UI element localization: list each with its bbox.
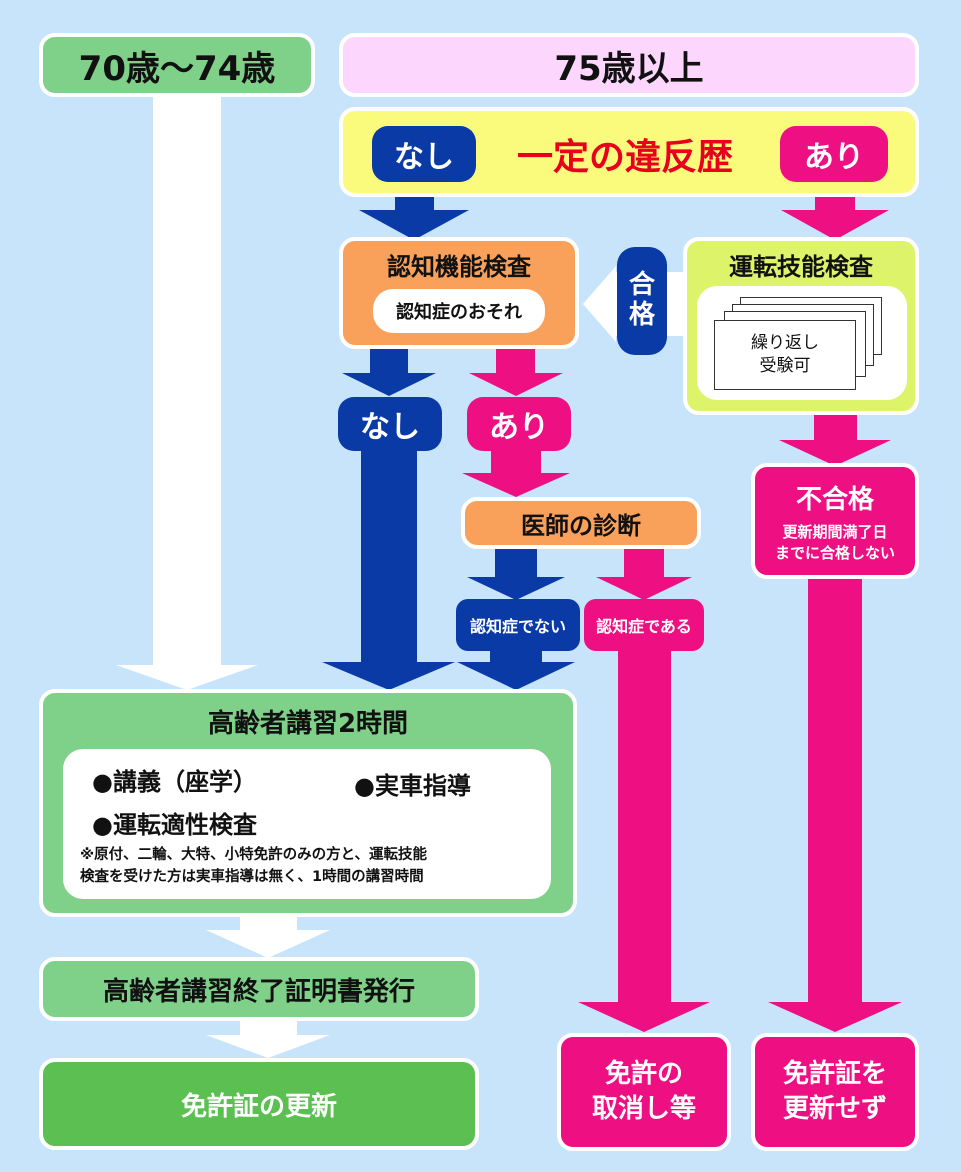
license-revoke-line-1: 免許の: [604, 1058, 683, 1089]
no-renewal-box: 免許証を 更新せず: [751, 1033, 919, 1151]
header-age-70-74-label: 70歳〜74歳: [78, 48, 276, 89]
course-note-line-2: 検査を受けた方は実車指導は無く、1時間の講習時間: [80, 868, 424, 885]
arrow-doctor-not-dementia: [467, 548, 565, 600]
arrow-70-74-to-course: [116, 95, 258, 690]
certificate-box: 高齢者講習終了証明書発行: [39, 957, 479, 1021]
doctor-diagnosis-box: 医師の診断: [461, 497, 701, 549]
course-note-line-1: ※原付、二輪、大特、小特免許のみの方と、運転技能: [80, 847, 428, 863]
arrow-certificate-to-renewal: [206, 1020, 330, 1058]
no-renewal-line-1: 免許証を: [782, 1058, 887, 1089]
course-item-aptitude: ●運転適性検査: [92, 811, 257, 839]
license-renewal-text: 免許証の更新: [180, 1091, 337, 1122]
pass-char-1: 合: [628, 270, 655, 301]
violation-none-label: なし: [394, 140, 454, 175]
driving-skill-test-title-text: 運転技能検査: [729, 252, 873, 281]
arrow-course-to-certificate: [206, 915, 330, 958]
course-note: ※原付、二輪、大特、小特免許のみの方と、運転技能 検査を受けた方は実車指導は無く…: [80, 845, 540, 889]
retake-line-2: 受験可: [759, 356, 811, 376]
license-revoke-line-2: 取消し等: [591, 1094, 696, 1124]
dementia-pill: 認知症である: [584, 599, 704, 651]
no-renewal-line-2: 更新せず: [782, 1094, 887, 1124]
retake-line-1: 繰り返し: [751, 333, 819, 354]
violation-none-pill: なし: [372, 126, 476, 182]
arrow-fail-to-no-renewal: [768, 576, 902, 1032]
cognitive-test-title-text: 認知機能検査: [387, 252, 531, 281]
course-item-lecture: ●講義（座学）: [92, 768, 257, 796]
header-age-75-plus-label: 75歳以上: [554, 48, 704, 89]
senior-course-title: 高齢者講習2時間: [39, 701, 577, 741]
not-dementia-label: 認知症でない: [469, 617, 566, 636]
arrow-violation-yes: [781, 180, 889, 240]
license-revoke-box: 免許の 取消し等: [557, 1033, 731, 1151]
violation-yes-pill: あり: [780, 126, 888, 182]
fail-note-2: までに合格しない: [774, 543, 895, 562]
cognitive-risk-label: 認知症のおそれ: [373, 289, 545, 333]
arrow-doctor-dementia: [596, 548, 692, 600]
arrow-dementia-to-revoke: [578, 650, 710, 1032]
arrow-skill-to-fail: [779, 415, 891, 466]
certificate-text: 高齢者講習終了証明書発行: [102, 976, 415, 1007]
pass-char-2: 格: [628, 300, 655, 330]
arrow-cognitive-yes-top: [469, 346, 563, 396]
arrow-cognitive-none-long: [322, 440, 455, 690]
fail-box: 不合格 更新期間満了日 までに合格しない: [751, 463, 919, 579]
fail-note-1: 更新期間満了日: [782, 523, 888, 542]
header-age-75-plus: 75歳以上: [339, 33, 919, 97]
cognitive-risk-text: 認知症のおそれ: [396, 302, 522, 323]
course-item-driving: ●実車指導: [354, 772, 471, 800]
fail-title: 不合格: [795, 485, 874, 516]
arrow-violation-none: [359, 180, 469, 240]
cognitive-yes-pill: あり: [467, 397, 571, 451]
cognitive-test-title: 認知機能検査: [339, 246, 579, 282]
driving-skill-test-title: 運転技能検査: [683, 246, 919, 282]
violation-history-title-text: 一定の違反歴: [516, 137, 733, 178]
arrow-cognitive-none-top: [342, 346, 436, 396]
senior-course-title-text: 高齢者講習2時間: [207, 708, 409, 739]
violation-yes-label: あり: [804, 140, 864, 175]
not-dementia-pill: 認知症でない: [456, 599, 580, 651]
arrow-cognitive-yes-to-doctor: [462, 440, 570, 497]
cognitive-none-pill: なし: [338, 397, 442, 451]
violation-history-title: 一定の違反歴: [500, 126, 750, 182]
arrow-not-dementia-to-course: [457, 650, 575, 690]
senior-course-details: [63, 749, 551, 899]
header-age-70-74: 70歳〜74歳: [39, 33, 315, 97]
cognitive-none-label: なし: [360, 410, 420, 445]
license-renewal-box: 免許証の更新: [39, 1058, 479, 1150]
cognitive-yes-label: あり: [489, 410, 549, 445]
doctor-diagnosis-title: 医師の診断: [521, 511, 641, 540]
dementia-label: 認知症である: [596, 617, 692, 636]
pass-pill: 合 格: [617, 247, 667, 355]
retake-card: 繰り返し 受験可: [714, 320, 856, 390]
